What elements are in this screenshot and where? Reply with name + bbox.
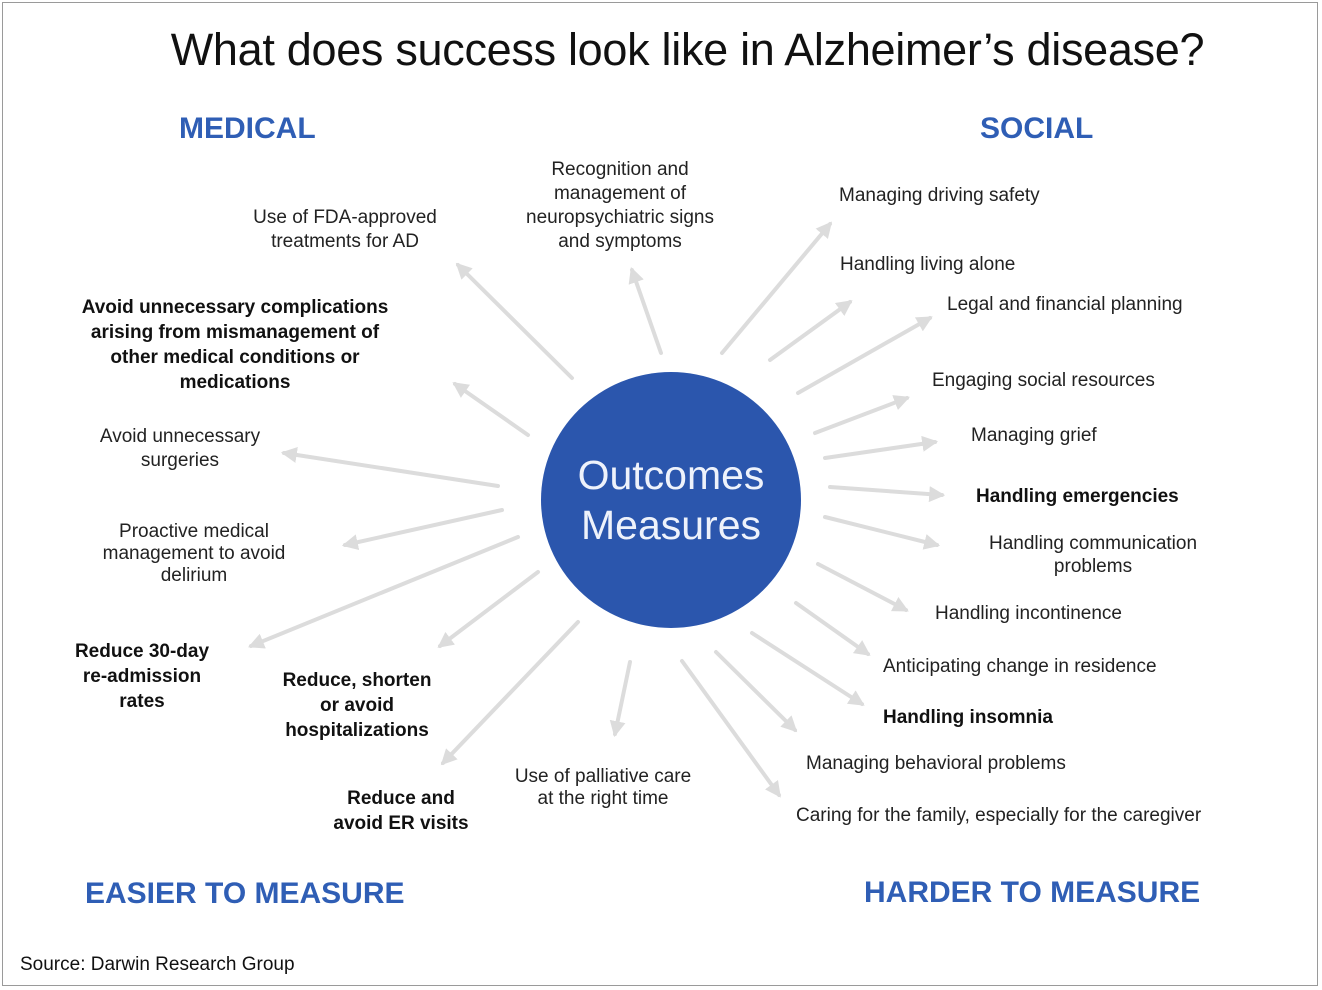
arrow-to-behavioral [714, 650, 798, 733]
diagram-title: What does success look like in Alzheimer… [170, 24, 1205, 75]
label-communication-problems: Handling communication problems [988, 533, 1198, 577]
arrow-to-communication [823, 515, 941, 550]
category-social: SOCIAL [980, 112, 1094, 145]
label-driving-safety: Managing driving safety [839, 185, 1040, 206]
arrow-to-readmission [248, 535, 520, 649]
label-reduce-hospitalizations: Reduce, shorten or avoid hospitalization… [282, 670, 432, 741]
arrow-to-palliative [609, 660, 632, 738]
arrow-to-hospitalizations [437, 570, 540, 648]
label-palliative-care: Use of palliative care at the right time [514, 766, 692, 809]
center-label-line1: Outcomes [577, 452, 765, 498]
label-avoid-complications: Avoid unnecessary complications arising … [81, 297, 389, 393]
category-harder-to-measure: HARDER TO MEASURE [864, 876, 1201, 909]
arrow-to-fda [455, 262, 574, 380]
label-reduce-readmission: Reduce 30-day re-admission rates [74, 641, 210, 712]
arrow-to-residence [794, 601, 871, 656]
arrow-to-social-resources [813, 395, 910, 435]
category-medical: MEDICAL [179, 112, 316, 145]
arrow-to-insomnia [750, 631, 865, 706]
label-reduce-er-visits: Reduce and avoid ER visits [333, 788, 469, 834]
center-label-line2: Measures [580, 502, 761, 548]
label-caring-for-family: Caring for the family, especially for th… [796, 805, 1202, 826]
arrow-to-surgeries [280, 447, 500, 488]
label-living-alone: Handling living alone [840, 254, 1016, 275]
label-behavioral-problems: Managing behavioral problems [806, 753, 1066, 774]
arrow-to-er-visits [440, 620, 580, 766]
arrow-to-family [680, 659, 781, 798]
label-legal-financial: Legal and financial planning [947, 294, 1183, 315]
label-managing-grief: Managing grief [971, 425, 1097, 446]
label-fda-treatments: Use of FDA-approved treatments for AD [253, 207, 437, 252]
arrow-to-legal [796, 316, 933, 395]
arrow-to-living-alone [768, 300, 853, 362]
label-social-resources: Engaging social resources [932, 370, 1155, 391]
label-handling-emergencies: Handling emergencies [976, 486, 1179, 507]
arrow-to-complications [452, 382, 530, 437]
label-neuropsychiatric: Recognition and management of neuropsych… [526, 159, 714, 252]
label-avoid-surgeries: Avoid unnecessary surgeries [99, 426, 261, 471]
arrow-to-emergencies [828, 485, 946, 503]
source-note: Source: Darwin Research Group [20, 954, 295, 975]
outcomes-measures-circle: Outcomes Measures [541, 372, 801, 628]
label-handling-insomnia: Handling insomnia [883, 707, 1053, 728]
category-easier-to-measure: EASIER TO MEASURE [85, 877, 405, 910]
arrow-to-driving [720, 221, 833, 355]
label-change-in-residence: Anticipating change in residence [883, 656, 1157, 677]
arrow-to-grief [823, 435, 939, 460]
label-incontinence: Handling incontinence [935, 603, 1122, 624]
arrow-to-incontinence [816, 562, 909, 612]
label-avoid-delirium: Proactive medical management to avoid de… [102, 521, 286, 586]
arrow-to-neuropsychiatric [628, 266, 663, 355]
arrow-to-delirium [341, 508, 504, 551]
